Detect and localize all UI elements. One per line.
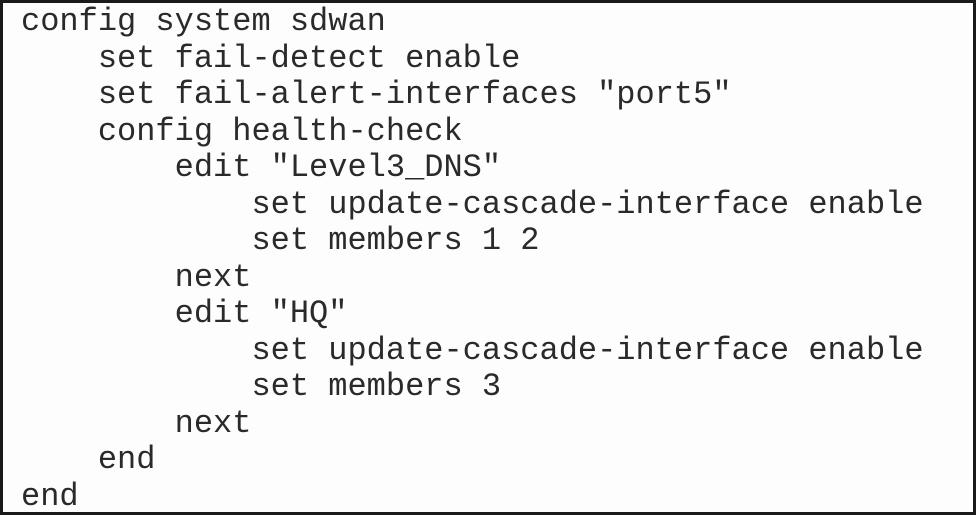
code-line: edit "Level3_DNS" (174, 149, 502, 186)
code-line: config system sdwan (21, 3, 386, 40)
code-line: set update-cascade-interface enable (251, 331, 924, 369)
code-line: set members 3 (251, 368, 502, 405)
code-line: next (174, 404, 252, 442)
code-line: set fail-detect enable (97, 39, 521, 77)
code-line: end (97, 441, 156, 478)
code-line: edit "HQ" (174, 295, 348, 332)
code-line: next (174, 258, 252, 296)
code-line: end (21, 477, 79, 515)
code-line: set fail-alert-interfaces "port5" (97, 76, 732, 113)
code-line: config health-check (97, 112, 463, 150)
code-line: set members 1 2 (251, 222, 540, 259)
code-line: set update-cascade-interface enable (251, 185, 924, 223)
